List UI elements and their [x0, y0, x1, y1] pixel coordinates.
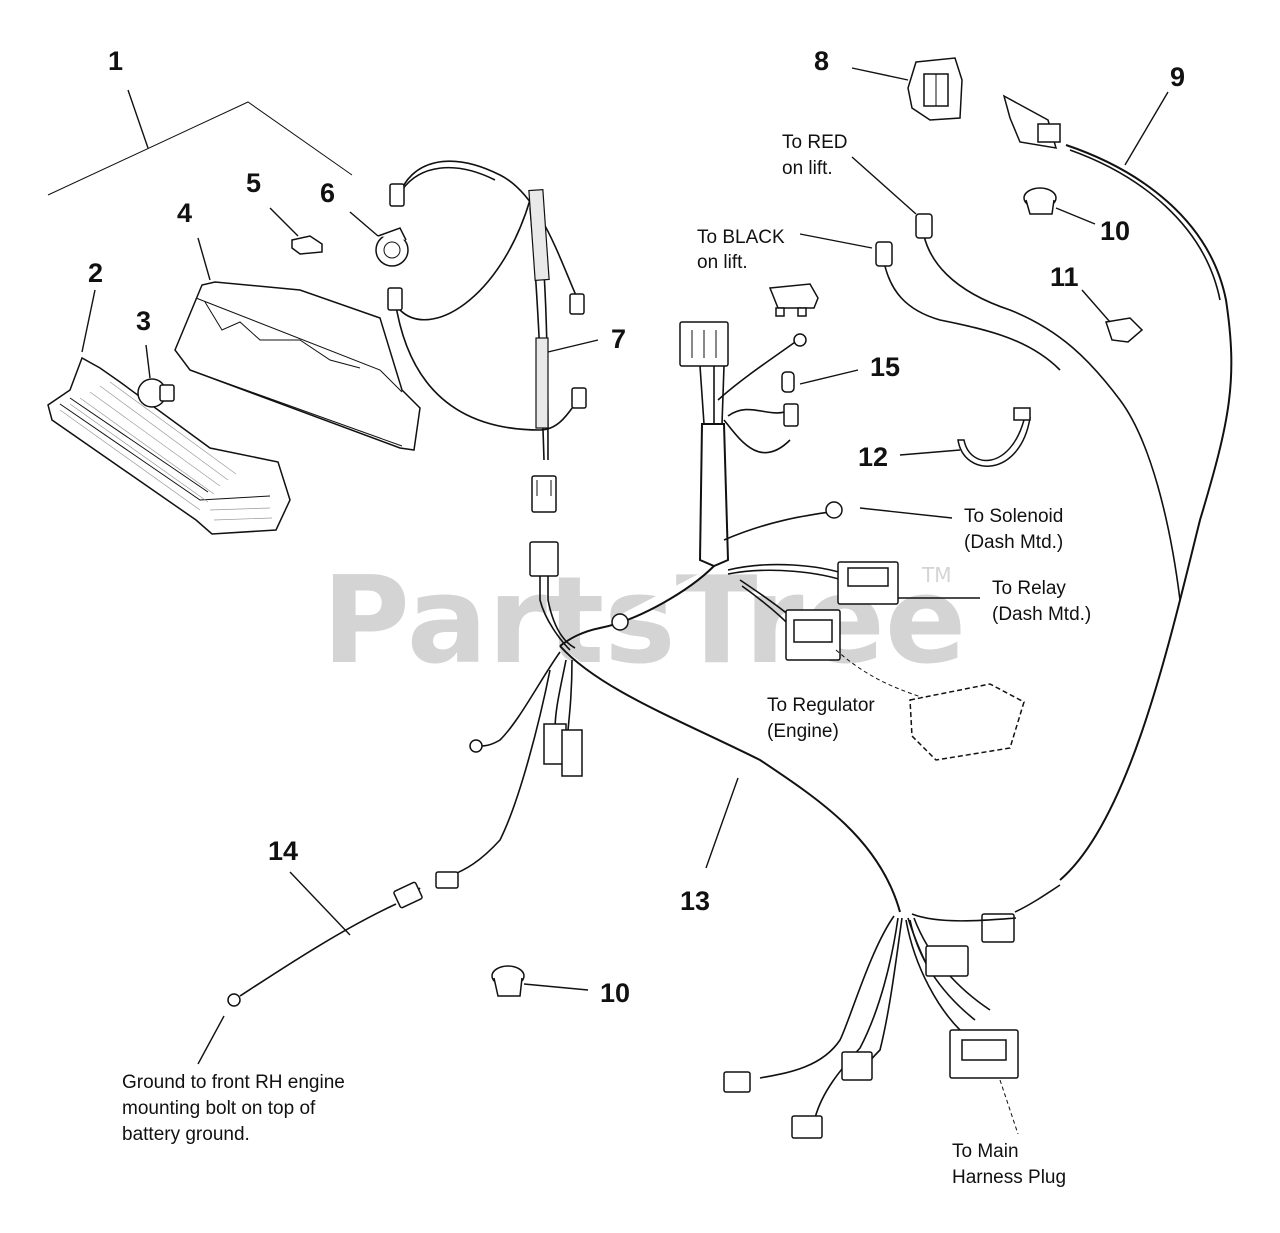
part-14-ground-wire — [197, 871, 423, 1065]
part-8-solenoid — [851, 57, 963, 121]
note-solenoid-line2: (Dash Mtd.) — [964, 532, 1063, 553]
note-red-line2: on lift. — [782, 158, 833, 179]
callout-10-upper: 10 — [1100, 216, 1130, 246]
callout-14: 14 — [268, 836, 298, 866]
callout-7: 7 — [611, 324, 626, 354]
callout-10-lower: 10 — [600, 978, 630, 1008]
lift-leads — [799, 156, 1181, 601]
small-switch — [768, 283, 819, 317]
callout-6: 6 — [320, 178, 335, 208]
part-10-grommet-lower — [491, 965, 589, 997]
note-black-line1: To BLACK — [697, 227, 785, 248]
watermark-trademark: TM — [921, 563, 951, 587]
callout-1: 1 — [108, 46, 123, 76]
note-red-line1: To RED — [782, 132, 847, 153]
part-15-terminal — [781, 369, 859, 393]
callout-numbers: 1 2 3 4 5 6 7 8 9 10 10 11 12 13 14 15 — [88, 46, 1185, 1008]
callout-9: 9 — [1170, 62, 1185, 92]
note-main-line2: Harness Plug — [952, 1167, 1066, 1188]
part-7-headlight-harness — [387, 160, 599, 513]
part-6-socket — [349, 211, 409, 267]
callout-15: 15 — [870, 352, 900, 382]
part-12-cable-tie — [899, 407, 1031, 467]
part-5-clip — [269, 207, 323, 255]
callout-11: 11 — [1050, 262, 1079, 292]
part-2-headlight-lens — [47, 289, 291, 535]
callout-13: 13 — [680, 886, 710, 916]
note-black-line2: on lift. — [697, 252, 748, 273]
part-9-lift-harness — [981, 91, 1233, 943]
callout-3: 3 — [136, 306, 151, 336]
main-harness-branches — [723, 913, 1019, 1139]
part-10-grommet-upper — [1023, 187, 1096, 225]
callout-8: 8 — [814, 46, 829, 76]
part-11-clamp — [1081, 289, 1144, 343]
callout-5: 5 — [246, 168, 261, 198]
part-4-headlight-housing — [174, 237, 421, 451]
note-regulator-line2: (Engine) — [767, 721, 839, 742]
note-solenoid-line1: To Solenoid — [964, 506, 1063, 527]
note-relay-line2: (Dash Mtd.) — [992, 604, 1091, 625]
note-ground-line3: battery ground. — [122, 1124, 250, 1145]
part-13-main-harness — [435, 321, 1025, 913]
bracket-part-1 — [47, 89, 353, 196]
callout-2: 2 — [88, 258, 103, 288]
note-ground-line2: mounting bolt on top of — [122, 1098, 316, 1119]
note-regulator-line1: To Regulator — [767, 695, 875, 716]
note-relay-line1: To Relay — [992, 578, 1066, 599]
callout-12: 12 — [858, 442, 888, 472]
note-main-line1: To Main — [952, 1141, 1019, 1162]
part-3-bulb — [137, 344, 175, 408]
annotation-notes: To RED on lift. To BLACK on lift. To Sol… — [122, 132, 1091, 1188]
note-ground-line1: Ground to front RH engine — [122, 1072, 345, 1093]
callout-4: 4 — [177, 198, 192, 228]
